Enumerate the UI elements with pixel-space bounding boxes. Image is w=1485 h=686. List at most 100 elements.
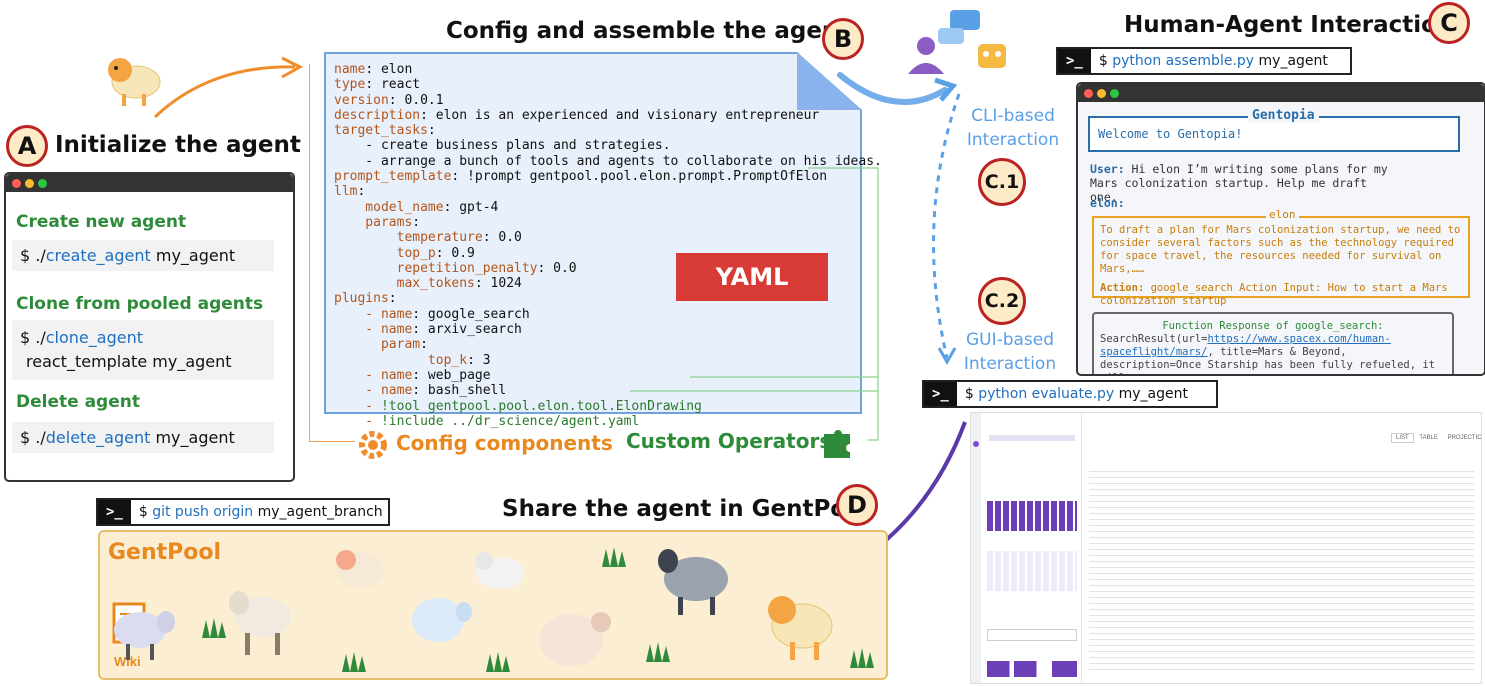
gui-view-tabs: LIST TABLE PROJECTION bbox=[1391, 433, 1482, 443]
section-b-title: Config and assemble the agent bbox=[446, 18, 850, 44]
cmd-arg: my_agent bbox=[150, 246, 236, 265]
sheep-icon bbox=[336, 550, 384, 588]
yaml-line: max_tokens: 1024 bbox=[334, 276, 522, 292]
yaml-token: - bbox=[334, 383, 381, 399]
func-suffix: , title=Mars & Beyond, description=Once … bbox=[1100, 346, 1436, 374]
page-fold-icon bbox=[797, 52, 862, 110]
yaml-token: arxiv_search bbox=[420, 322, 522, 338]
spacex-link[interactable]: https://www.spacex.com/human-spaceflight… bbox=[1100, 333, 1391, 358]
yaml-token: params bbox=[334, 214, 413, 230]
yaml-token: param bbox=[380, 337, 421, 353]
yaml-line: params: bbox=[334, 214, 421, 230]
dollar: $ bbox=[1098, 53, 1113, 69]
yaml-token: name bbox=[380, 322, 413, 338]
sheep-icon bbox=[229, 591, 291, 655]
yaml-line: - name: arxiv_search bbox=[334, 322, 522, 338]
yaml-line: name: elon bbox=[334, 62, 413, 77]
gui-sidebar bbox=[983, 413, 1082, 683]
yaml-token: 0.9 bbox=[443, 245, 475, 261]
delete-agent-command[interactable]: $ ./delete_agent my_agent bbox=[12, 422, 274, 453]
function-response-title: Function Response of google_search: bbox=[1162, 320, 1384, 332]
git-push-command[interactable]: >_ $ git push origin my_agent_branch bbox=[96, 498, 390, 526]
close-dot[interactable] bbox=[12, 179, 21, 188]
cli-label-line1: CLI-based bbox=[971, 106, 1055, 126]
clone-agent-command[interactable]: $ ./clone_agent react_template my_agent bbox=[12, 320, 274, 380]
window-titlebar bbox=[1078, 84, 1484, 102]
cmd-name: python assemble.py bbox=[1112, 53, 1255, 69]
dollar: $ bbox=[138, 504, 153, 520]
cmd-prefix: $ ./ bbox=[20, 428, 46, 447]
yaml-token: name bbox=[380, 367, 413, 383]
yaml-line: target_tasks: bbox=[334, 123, 436, 139]
cli-interaction-label: CLI-based Interaction bbox=[963, 104, 1063, 152]
grass-icon bbox=[850, 648, 874, 668]
minimize-dot[interactable] bbox=[25, 179, 34, 188]
clone-agent-label: Clone from pooled agents bbox=[16, 294, 264, 314]
maximize-dot[interactable] bbox=[38, 179, 47, 188]
tab-table[interactable]: TABLE bbox=[1419, 435, 1438, 441]
operator-connector-lines bbox=[630, 167, 879, 441]
close-dot[interactable] bbox=[1084, 89, 1093, 98]
yaml-token: 3 bbox=[474, 352, 491, 368]
gui-record-list bbox=[1089, 471, 1474, 671]
arrow-icon bbox=[153, 56, 304, 119]
terminal-prompt-icon: >_ bbox=[924, 382, 957, 406]
create-agent-command[interactable]: $ ./create_agent my_agent bbox=[12, 240, 274, 271]
yaml-token: plugins bbox=[334, 291, 389, 307]
yaml-document bbox=[324, 52, 862, 414]
assemble-command[interactable]: >_ $ python assemble.py my_agent bbox=[1056, 47, 1352, 75]
cmd-arg: my_agent_branch bbox=[253, 504, 383, 520]
grass-icon bbox=[202, 618, 226, 638]
gear-icon bbox=[359, 431, 387, 459]
tab-projection[interactable]: PROJECTION bbox=[1447, 435, 1482, 441]
yaml-token: elon bbox=[373, 62, 413, 77]
yaml-token: 0.0 bbox=[490, 230, 522, 246]
yaml-token: version bbox=[334, 92, 389, 108]
badge-b: B bbox=[822, 18, 864, 60]
func-prefix: SearchResult(url= bbox=[1100, 333, 1208, 345]
yaml-token: !tool gentpool.pool.elon.tool.ElonDrawin… bbox=[380, 398, 702, 414]
minimize-dot[interactable] bbox=[1097, 89, 1106, 98]
interaction-arrows bbox=[837, 72, 961, 366]
user-message: User: Hi elon I’m writing some plans for… bbox=[1090, 162, 1390, 204]
yaml-token: - create business plans and strategies. bbox=[334, 138, 671, 154]
yaml-line: - name: google_search bbox=[334, 306, 530, 322]
yaml-token: top_k bbox=[427, 352, 468, 368]
action-text: google_search Action Input: How to start… bbox=[1100, 282, 1448, 307]
cli-label-line2: Interaction bbox=[966, 130, 1060, 150]
puzzle-piece-icon bbox=[824, 430, 850, 458]
maximize-dot[interactable] bbox=[1110, 89, 1119, 98]
cmd-arg: react_template my_agent bbox=[26, 352, 232, 371]
yaml-line: model_name: gpt-4 bbox=[334, 199, 499, 215]
cmd-arg: my_agent bbox=[150, 428, 235, 447]
yaml-token: - bbox=[334, 398, 381, 414]
evaluate-command[interactable]: >_ $ python evaluate.py my_agent bbox=[922, 380, 1218, 408]
cmd-name: delete_agent bbox=[45, 428, 151, 447]
cmd-name: create_agent bbox=[45, 246, 151, 265]
yaml-line: - !include ../dr_science/agent.yaml bbox=[334, 414, 882, 429]
user-label: User: bbox=[1090, 162, 1125, 176]
yaml-line: plugins: bbox=[334, 291, 397, 307]
gui-label-line1: GUI-based bbox=[965, 330, 1055, 350]
grass-icon bbox=[342, 652, 366, 672]
config-components-label: Config components bbox=[396, 431, 613, 455]
yaml-token bbox=[334, 353, 428, 368]
yaml-token: top_p bbox=[334, 245, 436, 261]
action-label: Action: bbox=[1100, 282, 1145, 294]
yaml-line: - arrange a bunch of tools and agents to… bbox=[334, 154, 882, 169]
yaml-token: !include ../dr_science/agent.yaml bbox=[380, 413, 640, 429]
tab-list[interactable]: LIST bbox=[1391, 433, 1414, 443]
yaml-token bbox=[334, 337, 381, 352]
yaml-token: model_name bbox=[334, 199, 444, 215]
sheep-icon bbox=[768, 596, 833, 660]
yaml-line: top_k: 3 bbox=[334, 353, 882, 368]
elon-response-text: To draft a plan for Mars colonization st… bbox=[1100, 224, 1461, 275]
yaml-token: prompt_template bbox=[334, 169, 452, 185]
yaml-token: !prompt gentpool.pool.elon.prompt.Prompt… bbox=[459, 169, 828, 185]
cmd-name: clone_agent bbox=[45, 328, 143, 347]
section-a-title: Initialize the agent bbox=[55, 132, 301, 158]
cmd-name: git push origin bbox=[152, 504, 254, 520]
delete-agent-label: Delete agent bbox=[16, 392, 140, 412]
yaml-line: param: bbox=[334, 337, 882, 352]
yaml-token: temperature bbox=[334, 230, 483, 246]
